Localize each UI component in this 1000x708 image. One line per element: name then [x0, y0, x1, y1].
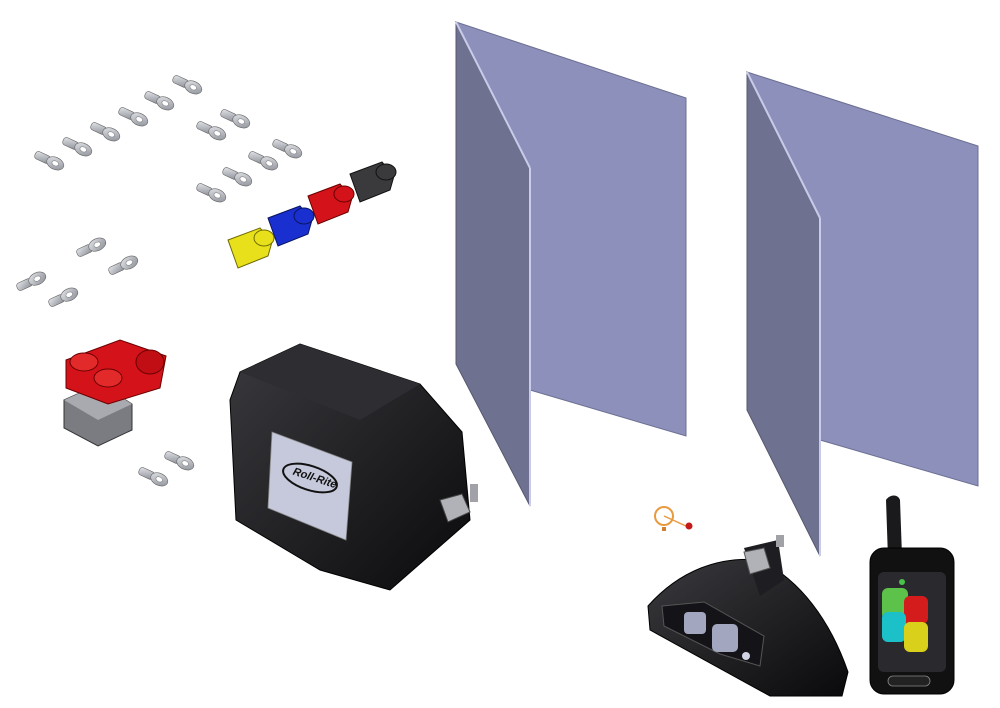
remote-control [869, 495, 955, 695]
product-label: Roll-Rite [267, 431, 353, 541]
ring-terminals-top [32, 72, 305, 205]
circuit-breaker [63, 339, 167, 447]
controller-housing: Roll-Rite [229, 343, 478, 591]
wireless-mount-unit [647, 535, 849, 697]
terminal-boot-yellow [227, 227, 275, 269]
divider-panel-left [455, 21, 687, 507]
remote-button-cyan [882, 612, 906, 642]
remote-button-red [904, 596, 928, 624]
ring-terminals-middle [14, 235, 141, 310]
ring-terminals-bottom [136, 448, 197, 489]
terminal-boot-blue [267, 205, 315, 247]
terminal-boot-red [307, 183, 355, 225]
terminal-boot-black [349, 161, 397, 203]
divider-panel-right [746, 71, 979, 557]
sensor-indicator-icon [654, 506, 693, 531]
remote-button-yellow [904, 622, 928, 652]
